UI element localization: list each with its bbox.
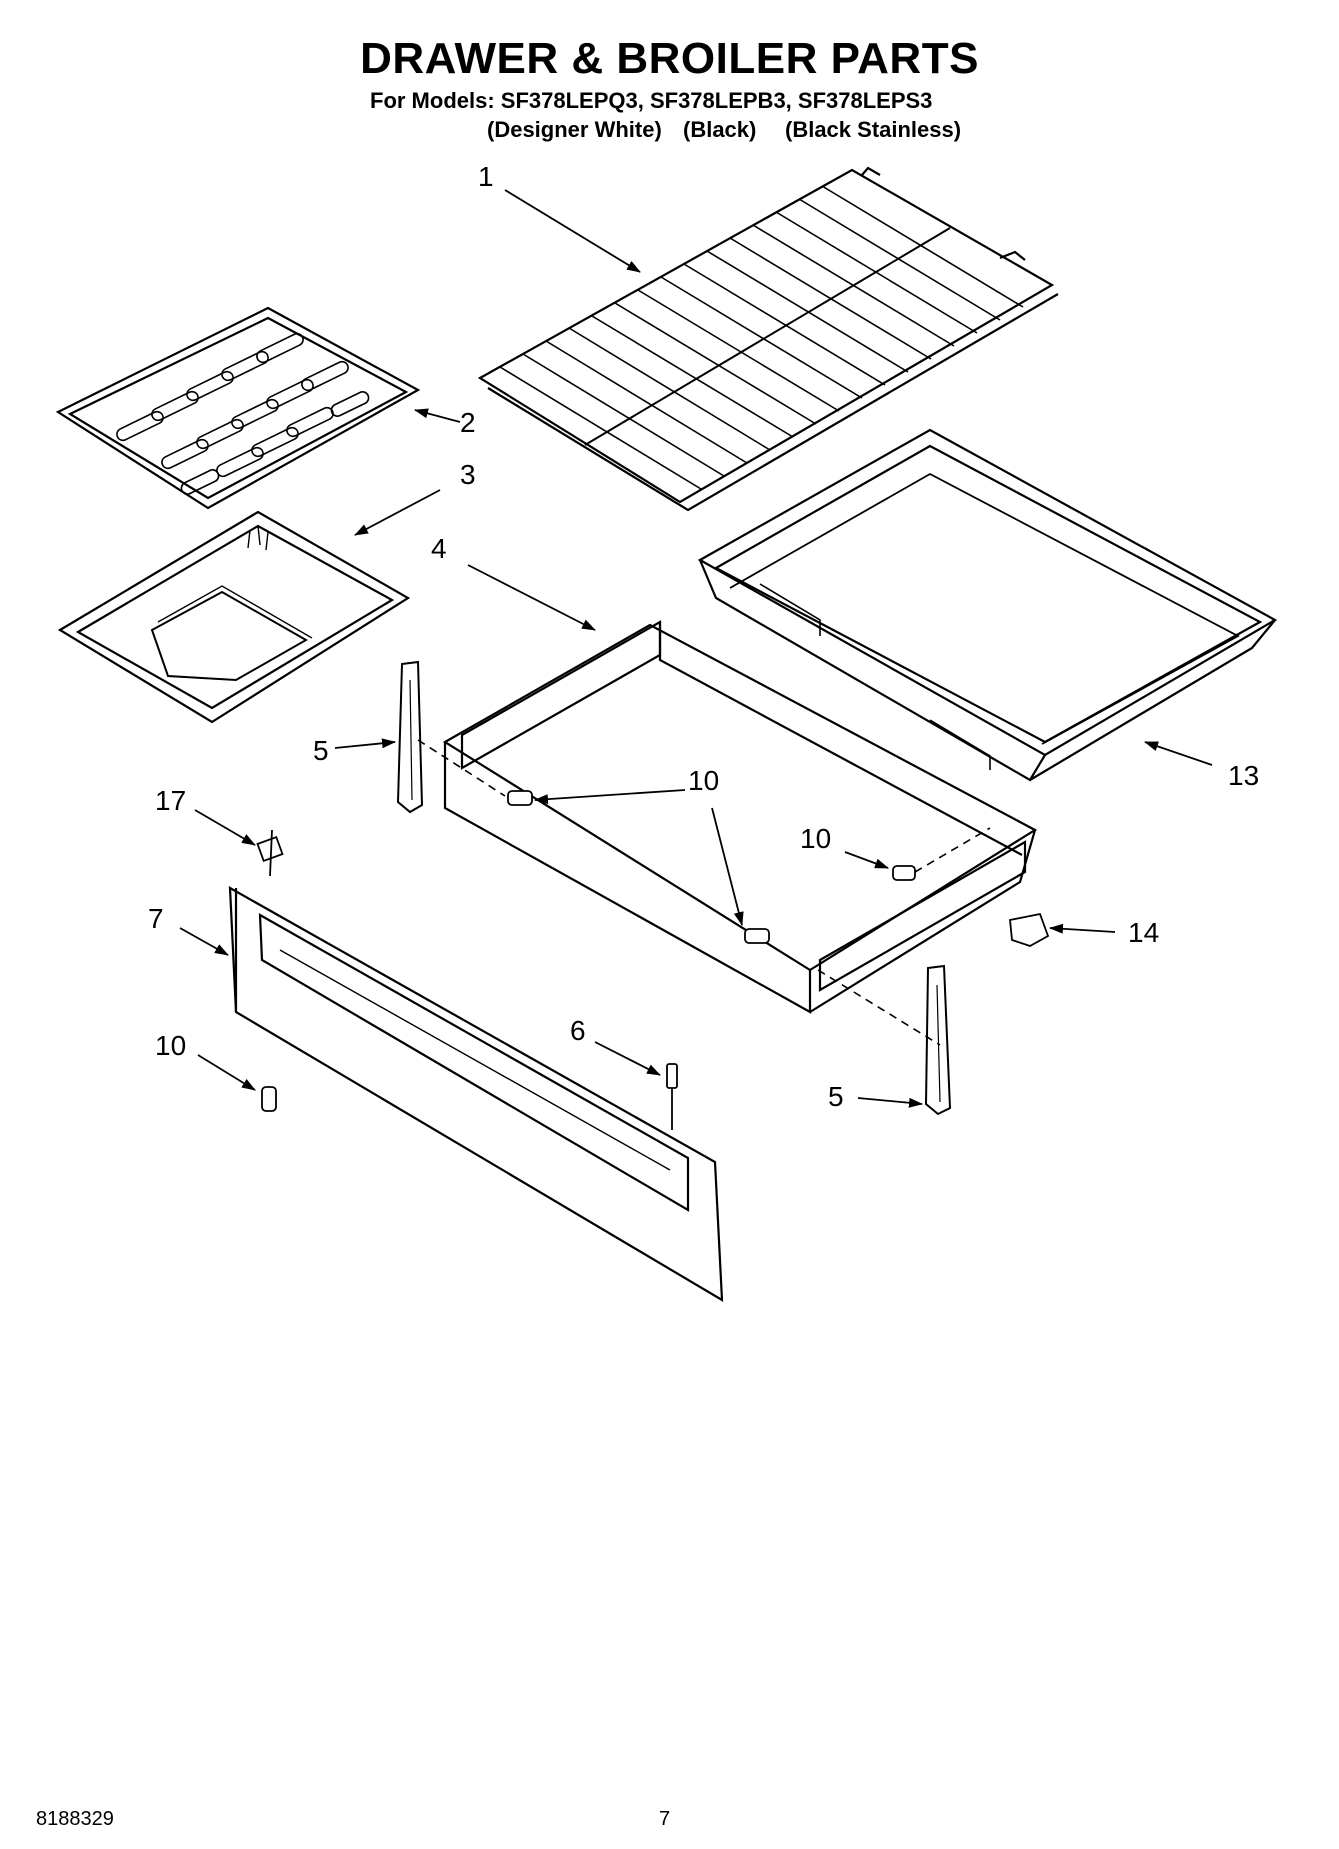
- callout-5-left: 5: [313, 735, 329, 766]
- assembly-guide-lines: [417, 739, 991, 1046]
- callout-5-right: 5: [828, 1081, 844, 1112]
- callout-2: 2: [460, 407, 476, 438]
- callout-17: 17: [155, 785, 186, 816]
- broiler-grid: [55, 306, 421, 510]
- variant-black-stainless: (Black Stainless): [785, 117, 962, 142]
- callout-14: 14: [1128, 917, 1159, 948]
- page-number: 7: [659, 1808, 671, 1830]
- drawer-liner: [697, 428, 1278, 782]
- callout-10-right: 10: [800, 823, 831, 854]
- document-number: 8188329: [36, 1808, 114, 1830]
- callout-7: 7: [148, 903, 164, 934]
- callout-10-lower: 10: [155, 1030, 186, 1061]
- page-title: DRAWER & BROILER PARTS: [360, 34, 979, 83]
- leader-lines: [179, 189, 1213, 1108]
- drawer-slide-right: [924, 964, 952, 1116]
- clip-part-17: [256, 829, 284, 877]
- callout-3: 3: [460, 459, 476, 490]
- screw-10-b: [892, 865, 916, 881]
- variant-designer-white: (Designer White): [487, 117, 662, 142]
- models-line: For Models: SF378LEPQ3, SF378LEPB3, SF37…: [370, 88, 933, 113]
- callout-4: 4: [431, 533, 447, 564]
- pin-part-6: [666, 1063, 678, 1130]
- callout-6: 6: [570, 1015, 586, 1046]
- screw-10-a: [507, 790, 533, 806]
- broiler-pan: [57, 510, 411, 724]
- screw-10-c: [744, 928, 770, 944]
- screw-10-d: [261, 1086, 277, 1112]
- oven-rack: [477, 166, 1059, 512]
- drawer-front-panel: [228, 886, 724, 1302]
- callout-1: 1: [478, 161, 494, 192]
- callout-13: 13: [1228, 760, 1259, 791]
- drawer-body: [442, 620, 1038, 1014]
- bracket-part-14: [1009, 912, 1050, 947]
- callout-10-upper: 10: [688, 765, 719, 796]
- drawer-slide-left: [396, 660, 424, 814]
- variant-black: (Black): [683, 117, 757, 142]
